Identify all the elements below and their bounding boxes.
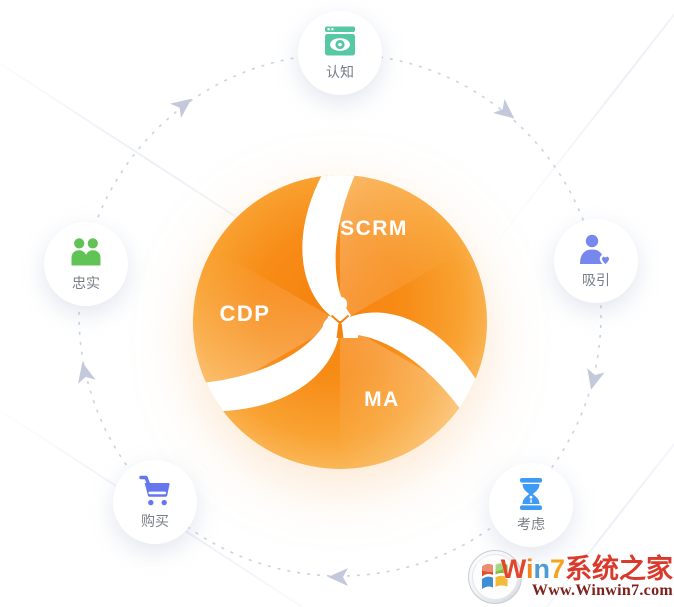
flow-arrow-icon bbox=[78, 362, 96, 384]
brand-suffix: 系统之家 bbox=[565, 553, 673, 584]
stage-label: 购买 bbox=[141, 513, 169, 529]
brand-letter: 7 bbox=[549, 553, 565, 584]
flow-arrow-icon bbox=[328, 568, 348, 586]
stage-label: 忠实 bbox=[72, 275, 100, 291]
stage-label: 考虑 bbox=[517, 516, 545, 532]
stage-node-awareness: 认知 bbox=[298, 11, 382, 95]
winwin7-watermark[interactable]: Win7系统之家 Www.Winwin7.com bbox=[467, 549, 673, 605]
center-label-cdp: CDP bbox=[219, 301, 271, 326]
stage-label: 认知 bbox=[326, 64, 354, 80]
pinwheel-swirl bbox=[193, 315, 341, 412]
businessman-icon bbox=[322, 296, 358, 338]
shopping-cart-icon bbox=[139, 475, 170, 506]
center-label-scrm: SCRM bbox=[340, 217, 408, 240]
stage-label: 吸引 bbox=[582, 272, 610, 288]
brand-url[interactable]: Www.Winwin7.com bbox=[531, 581, 673, 599]
flow-arrow-icon bbox=[493, 98, 515, 119]
handshake-icon bbox=[71, 238, 101, 266]
stage-node-loyal: 忠实 bbox=[44, 222, 128, 306]
stage-node-consider: 考虑 bbox=[489, 463, 573, 547]
stage-node-purchase: 购买 bbox=[113, 460, 197, 544]
brand-title: Win7系统之家 bbox=[500, 553, 673, 584]
brand-text-block: Win7系统之家 Www.Winwin7.com bbox=[500, 553, 673, 599]
flow-arrow-icon bbox=[587, 368, 605, 390]
brand-letter: n bbox=[533, 553, 550, 584]
center-label-ma: MA bbox=[364, 388, 400, 411]
person-heart-icon bbox=[580, 234, 612, 267]
pinwheel-swirl bbox=[338, 312, 483, 419]
background-streak bbox=[487, 0, 674, 253]
stage-node-attract: 吸引 bbox=[554, 219, 638, 303]
browser-eye-icon bbox=[325, 26, 355, 56]
flow-arrow-icon bbox=[170, 98, 192, 119]
pinwheel-swirl bbox=[302, 175, 360, 322]
hourglass-icon bbox=[520, 478, 542, 510]
brand-letter: W bbox=[500, 553, 526, 584]
